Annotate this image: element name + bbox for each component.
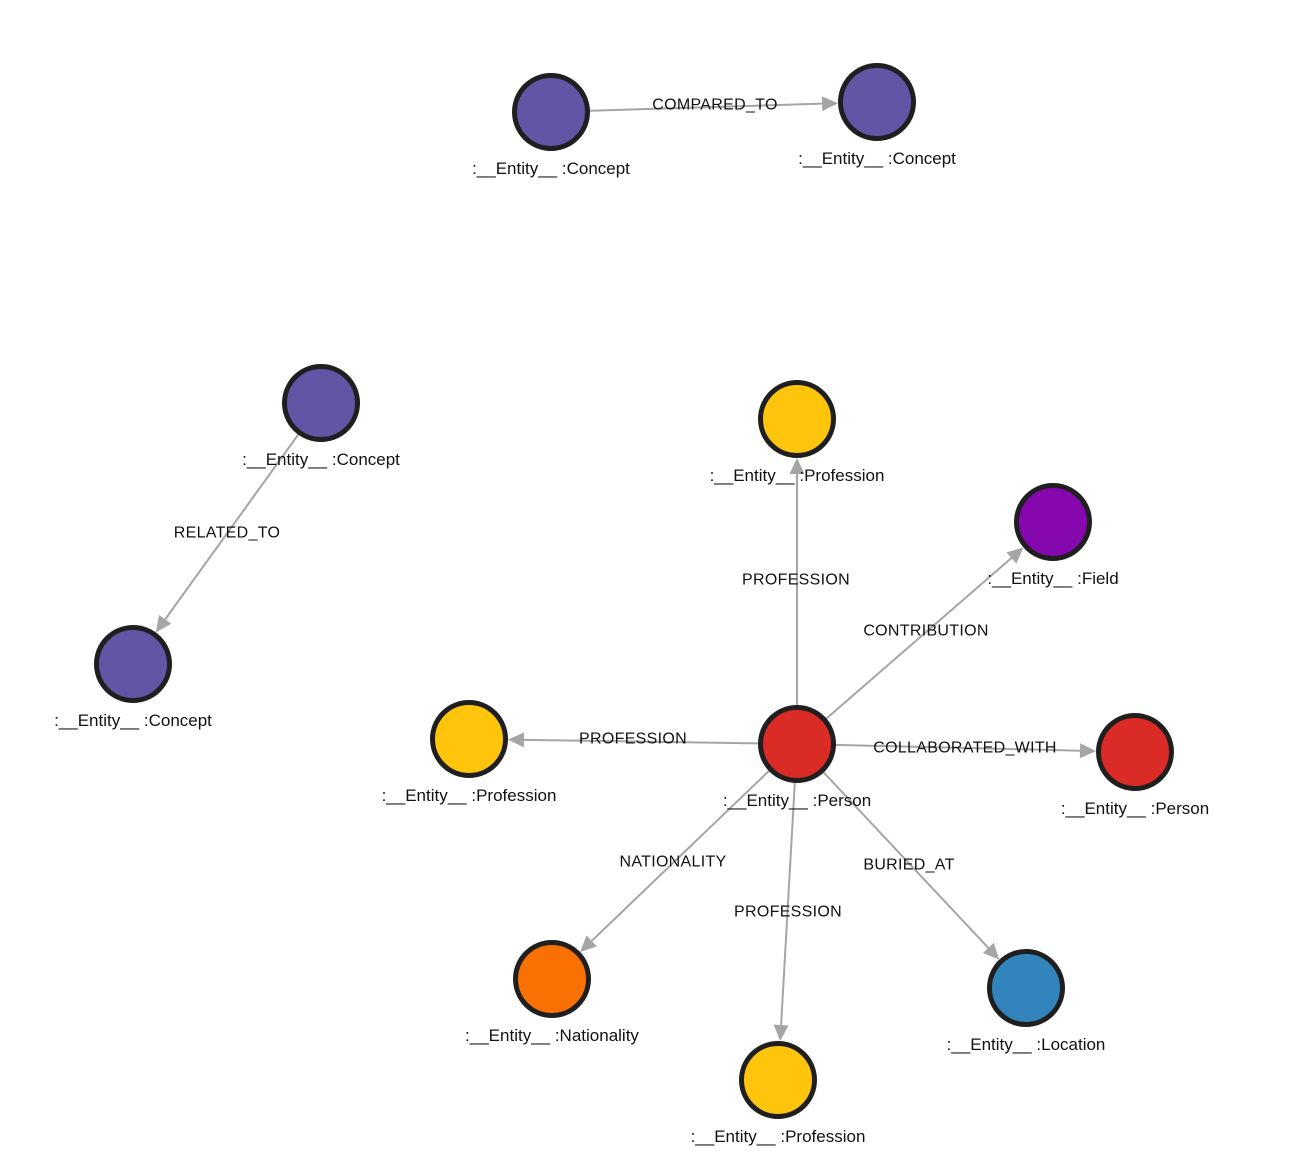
edge-line-contribution[interactable] <box>825 557 1013 720</box>
edge-arrowhead-icon <box>155 614 172 633</box>
node-profession-1[interactable] <box>758 380 836 458</box>
node-caption-profession-1: :__Entity__ :Profession <box>710 466 885 485</box>
relationship-type-label[interactable]: BURIED_AT <box>863 857 954 874</box>
edge-arrowhead-icon <box>507 732 525 748</box>
edge-line-profession[interactable] <box>780 782 796 1026</box>
node-concept-2[interactable] <box>838 63 916 141</box>
node-caption-profession-2: :__Entity__ :Profession <box>382 786 557 805</box>
edge-arrowhead-icon <box>1079 743 1097 759</box>
relationship-type-label[interactable]: NATIONALITY <box>619 854 726 871</box>
node-caption-person-2: :__Entity__ :Person <box>1061 799 1209 818</box>
relationship-type-label[interactable]: CONTRIBUTION <box>863 623 988 640</box>
relationship-type-label[interactable]: PROFESSION <box>734 904 842 921</box>
node-caption-person-1: :__Entity__ :Person <box>723 791 871 810</box>
node-location-1[interactable] <box>987 949 1065 1027</box>
edge-line-buried-at[interactable] <box>822 771 990 949</box>
edges-layer <box>155 96 1097 1042</box>
relationship-type-label[interactable]: COMPARED_TO <box>652 97 777 114</box>
edge-arrowhead-icon <box>982 942 1000 960</box>
node-profession-2[interactable] <box>430 700 508 778</box>
node-concept-3[interactable] <box>282 364 360 442</box>
node-caption-profession-3: :__Entity__ :Profession <box>691 1127 866 1146</box>
node-caption-concept-3: :__Entity__ :Concept <box>242 450 400 469</box>
edge-line-compared-to[interactable] <box>589 102 823 112</box>
node-caption-location-1: :__Entity__ :Location <box>947 1035 1106 1054</box>
relationship-type-label[interactable]: COLLABORATED_WITH <box>873 740 1057 757</box>
edge-arrowhead-icon <box>773 1024 789 1042</box>
node-profession-3[interactable] <box>739 1041 817 1119</box>
labels-layer: COMPARED_TO RELATED_TO PROFESSION CONTRIBUT… <box>54 97 1209 1146</box>
node-concept-4[interactable] <box>94 625 172 703</box>
relationship-type-label[interactable]: PROFESSION <box>579 731 687 748</box>
edge-arrowhead-icon <box>789 458 805 474</box>
nodes-layer <box>94 63 1174 1119</box>
relationship-type-label[interactable]: RELATED_TO <box>174 525 280 542</box>
edge-line-collaborated-with[interactable] <box>835 743 1081 752</box>
node-person-2[interactable] <box>1096 713 1174 791</box>
relationship-type-label[interactable]: PROFESSION <box>742 572 850 589</box>
node-nationality-1[interactable] <box>513 940 591 1018</box>
edge-line-related-to[interactable] <box>164 434 300 620</box>
node-person-1[interactable] <box>758 705 836 783</box>
node-caption-field-1: :__Entity__ :Field <box>987 569 1118 588</box>
edge-arrowhead-icon <box>1006 547 1024 564</box>
node-caption-concept-1: :__Entity__ :Concept <box>472 159 630 178</box>
edge-line-nationality[interactable] <box>591 770 770 942</box>
edge-arrowhead-icon <box>821 96 839 112</box>
node-caption-concept-2: :__Entity__ :Concept <box>798 149 956 168</box>
edge-arrowhead-icon <box>580 935 597 953</box>
edge-line-profession[interactable] <box>523 738 759 745</box>
node-field-1[interactable] <box>1014 483 1092 561</box>
node-caption-nationality-1: :__Entity__ :Nationality <box>465 1026 639 1045</box>
node-caption-concept-4: :__Entity__ :Concept <box>54 711 212 730</box>
node-concept-1[interactable] <box>512 73 590 151</box>
